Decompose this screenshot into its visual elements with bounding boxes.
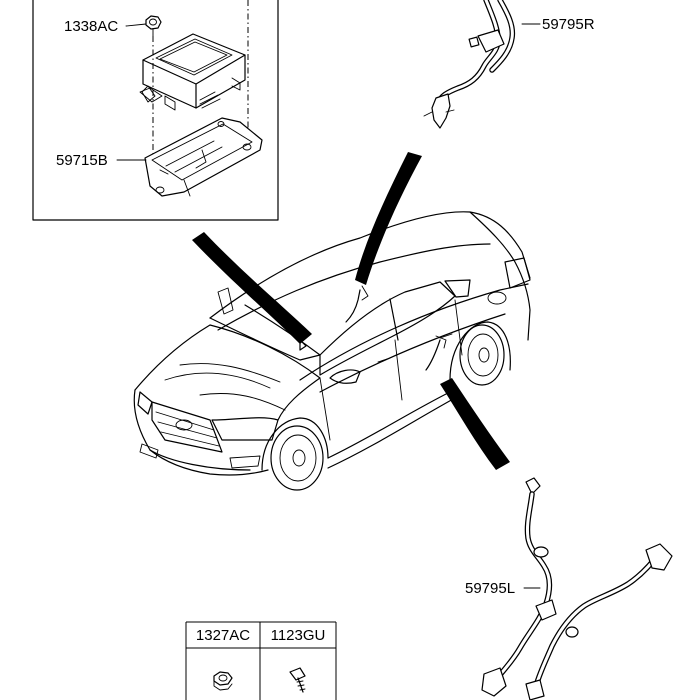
sensor-59795l	[481, 477, 673, 700]
car-harness	[299, 285, 447, 371]
inset-frame	[32, 0, 279, 221]
pointer-rear-left	[440, 378, 510, 470]
pointer-rear-right	[355, 152, 422, 285]
bracket-59715b	[144, 117, 263, 197]
sensor-59795r	[423, 0, 541, 129]
nut-1338ac	[145, 15, 162, 37]
car-body	[133, 211, 531, 491]
label-1338ac: 1338AC	[64, 18, 118, 35]
label-59795l: 59795L	[465, 580, 515, 597]
label-59715b: 59715B	[56, 152, 108, 169]
fastener-table: 1327AC 1123GU	[185, 621, 337, 700]
nut-1327ac-icon	[213, 671, 233, 691]
table-header-1123gu: 1123GU	[271, 627, 326, 644]
table-header-1327ac: 1327AC	[196, 627, 250, 644]
leader-1338ac	[125, 23, 147, 27]
module-inset	[32, 0, 279, 221]
pointer-module	[192, 232, 312, 344]
control-module	[139, 33, 246, 111]
screw-1123gu-icon	[289, 667, 306, 693]
label-59795r: 59795R	[542, 16, 595, 33]
